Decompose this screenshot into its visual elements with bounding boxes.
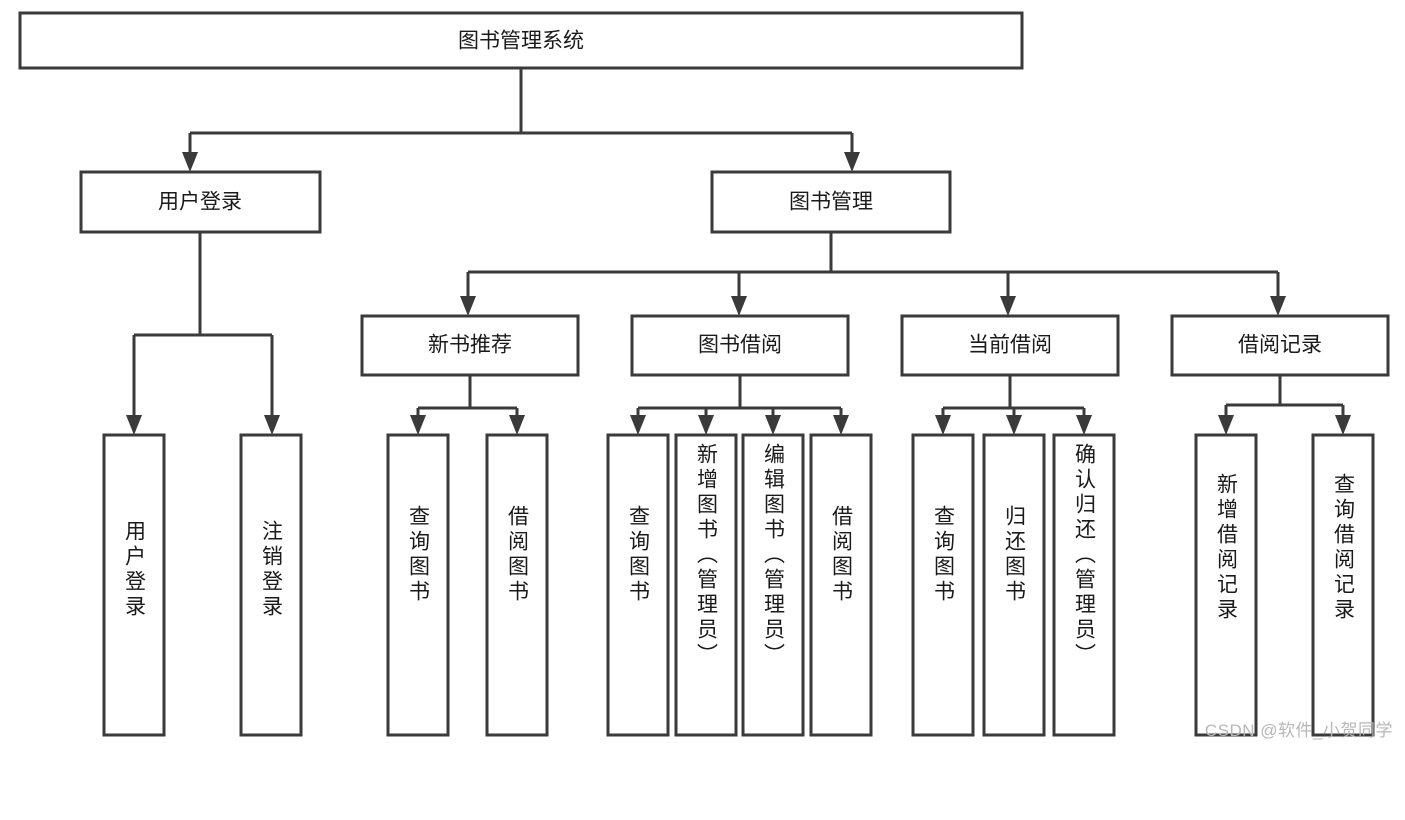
leaf-boxes <box>102 433 1375 737</box>
diagram-canvas: 图书管理系统 用户登录 图书管理 新书推荐 图书借阅 当前借阅 借阅记录 <box>18 11 1393 740</box>
node-book-borrow-label: 图书借阅 <box>698 334 782 357</box>
leaf-box-add-record[interactable] <box>1194 433 1258 737</box>
leaf-box-edit-book-admin[interactable] <box>741 433 805 737</box>
node-book-manage[interactable]: 图书管理 <box>710 170 952 234</box>
node-user-login[interactable]: 用户登录 <box>79 170 322 234</box>
connector-userlogin-to-leaves <box>126 232 280 435</box>
hierarchy-diagram-svg: 图书管理系统 用户登录 图书管理 新书推荐 图书借阅 当前借阅 借阅记录 <box>18 11 1390 737</box>
connector-root-to-level2 <box>182 68 860 172</box>
node-book-manage-label: 图书管理 <box>789 191 873 214</box>
leaf-box-confirm-return[interactable] <box>1052 433 1116 737</box>
node-borrow-record-label: 借阅记录 <box>1238 334 1322 357</box>
node-current-borrow[interactable]: 当前借阅 <box>900 314 1120 377</box>
connector-currentborrow-to-leaves <box>935 375 1092 435</box>
node-borrow-record[interactable]: 借阅记录 <box>1170 314 1390 377</box>
node-book-borrow[interactable]: 图书借阅 <box>630 314 850 377</box>
node-new-book-recommend-label: 新书推荐 <box>428 334 512 357</box>
connector-borrowrecord-to-leaves <box>1218 375 1351 435</box>
leaf-box-query-book-1[interactable] <box>386 433 450 737</box>
leaf-box-return-book[interactable] <box>982 433 1046 737</box>
leaf-box-user-login[interactable] <box>102 433 166 737</box>
leaf-box-query-book-2[interactable] <box>606 433 670 737</box>
leaf-box-logout[interactable] <box>239 433 303 737</box>
node-root-label: 图书管理系统 <box>458 30 584 53</box>
node-current-borrow-label: 当前借阅 <box>968 334 1052 357</box>
connector-bookborrow-to-leaves <box>630 375 849 435</box>
leaf-box-add-book-admin[interactable] <box>674 433 738 737</box>
watermark-text: CSDN @软件_小贺同学 <box>1204 721 1393 740</box>
leaf-box-query-record[interactable] <box>1311 433 1375 737</box>
node-new-book-recommend[interactable]: 新书推荐 <box>360 314 580 377</box>
node-root[interactable]: 图书管理系统 <box>18 11 1024 70</box>
leaf-box-query-book-3[interactable] <box>911 433 975 737</box>
leaf-box-borrow-book-2[interactable] <box>809 433 873 737</box>
connector-newbook-to-leaves <box>410 375 525 435</box>
leaf-box-borrow-book-1[interactable] <box>485 433 549 737</box>
connector-bookmanage-to-level3 <box>460 232 1286 316</box>
node-user-login-label: 用户登录 <box>158 191 242 214</box>
